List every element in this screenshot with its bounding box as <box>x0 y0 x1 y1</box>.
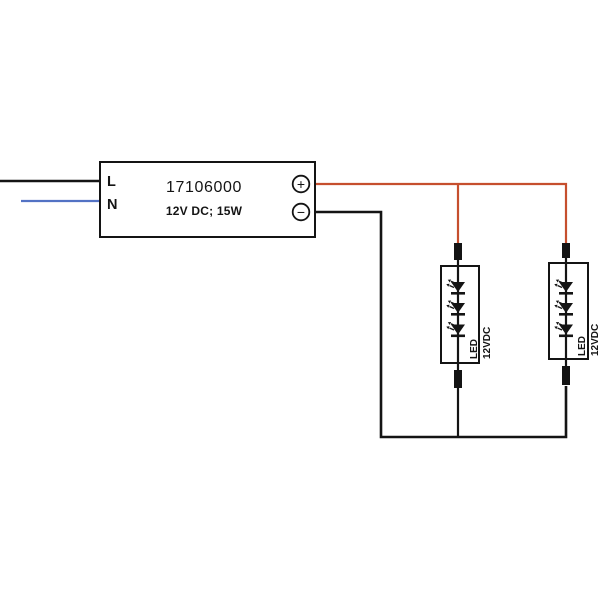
power-supply: L N 17106000 12V DC; 15W + − <box>99 161 316 238</box>
minus-sign: − <box>297 204 305 220</box>
led-module-1-label: LED <box>469 339 480 359</box>
negative-wire <box>315 210 568 439</box>
led-module-2-box <box>548 262 589 360</box>
led-module-2-label: LED <box>577 336 588 356</box>
negative-output-terminal-icon: − <box>291 202 311 222</box>
plus-sign: + <box>297 176 305 192</box>
power-supply-rating: 12V DC; 15W <box>166 204 243 218</box>
positive-output-terminal-icon: + <box>291 174 311 194</box>
connector-terminal <box>454 243 462 260</box>
connector-terminal <box>562 366 570 385</box>
led-module-1: LED 12VDC <box>440 243 493 438</box>
connector-terminal <box>562 243 570 258</box>
led-diode-icon <box>445 321 466 338</box>
led-module-2: LED 12VDC <box>548 243 600 385</box>
positive-wire <box>315 182 568 243</box>
led-module-2-voltage: 12VDC <box>590 324 600 356</box>
led-module-1-box <box>440 265 480 364</box>
terminal-label-live: L <box>107 174 116 190</box>
terminal-label-neutral: N <box>107 197 117 213</box>
connector-terminal <box>454 370 462 388</box>
led-module-1-voltage: 12VDC <box>482 327 493 359</box>
led-diode-icon <box>553 299 574 317</box>
led-diode-icon <box>553 278 574 296</box>
led-diode-icon <box>445 299 466 317</box>
led-diode-icon <box>553 321 574 338</box>
power-supply-article-number: 17106000 <box>166 179 242 196</box>
power-supply-box <box>99 161 316 238</box>
led-diode-icon <box>445 278 466 296</box>
